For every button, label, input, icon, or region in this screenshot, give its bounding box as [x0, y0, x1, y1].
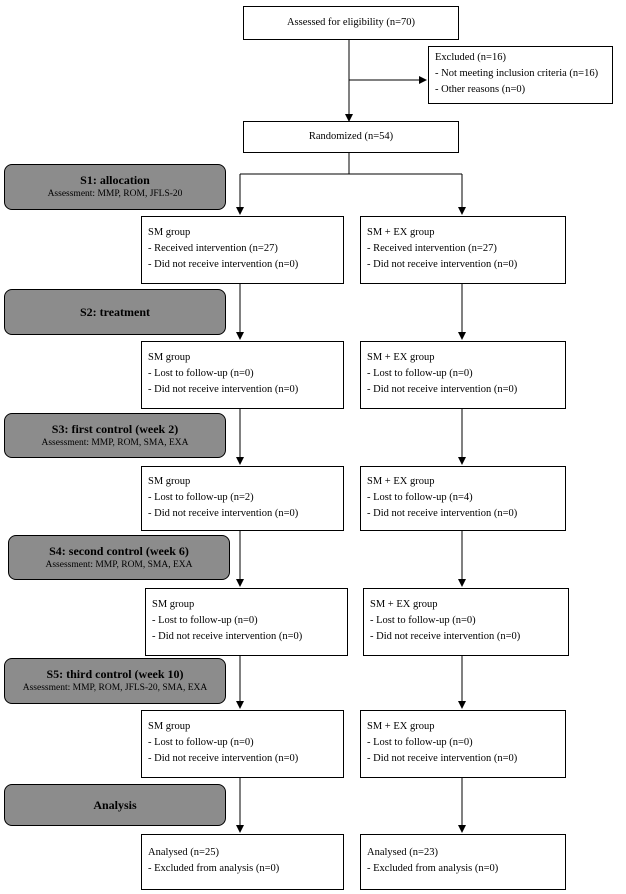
group-title: Analysed (n=23) [367, 847, 438, 858]
group-detail: - Did not receive intervention (n=0) [370, 631, 521, 642]
stage-title: S5: third control (week 10) [46, 667, 184, 681]
group-title: SM + EX group [367, 476, 435, 487]
group-detail: - Did not receive intervention (n=0) [148, 384, 299, 395]
group-detail: - Did not receive intervention (n=0) [148, 508, 299, 519]
group-detail: - Did not receive intervention (n=0) [367, 753, 518, 764]
group-detail: - Lost to follow-up (n=0) [370, 615, 476, 626]
stage-title: S4: second control (week 6) [49, 543, 189, 558]
stage-label-s2: S2: treatment [4, 289, 226, 335]
group-detail: - Did not receive intervention (n=0) [152, 631, 303, 642]
group-title: SM group [148, 352, 191, 363]
group-title: SM group [148, 227, 191, 238]
smex-group-box-s3: SM + EX group - Lost to follow-up (n=4) … [360, 466, 566, 531]
smex-group-box-s4: SM + EX group - Lost to follow-up (n=0) … [363, 588, 569, 656]
group-detail: - Received intervention (n=27) [148, 243, 278, 254]
stage-label-s4: S4: second control (week 6) Assessment: … [8, 535, 230, 580]
group-title: SM group [148, 721, 191, 732]
sm-group-box-s4: SM group - Lost to follow-up (n=0) - Did… [145, 588, 348, 656]
group-title: SM group [148, 476, 191, 487]
stage-title: Analysis [93, 797, 137, 812]
sm-group-box-s1: SM group - Received intervention (n=27) … [141, 216, 344, 284]
group-title: SM + EX group [370, 599, 438, 610]
excluded-title: Excluded (n=16) [435, 52, 506, 63]
randomized-text: Randomized (n=54) [308, 131, 394, 142]
group-detail: - Did not receive intervention (n=0) [367, 508, 518, 519]
group-detail: - Lost to follow-up (n=0) [367, 368, 473, 379]
stage-label-analysis: Analysis [4, 784, 226, 826]
stage-label-s5: S5: third control (week 10) Assessment: … [4, 658, 226, 704]
excluded-reason: - Other reasons (n=0) [435, 84, 526, 95]
group-detail: - Received intervention (n=27) [367, 243, 497, 254]
group-detail: - Did not receive intervention (n=0) [367, 384, 518, 395]
randomized-box: Randomized (n=54) [243, 121, 459, 153]
stage-label-s3: S3: first control (week 2) Assessment: M… [4, 413, 226, 458]
stage-assessment: Assessment: MMP, ROM, SMA, EXA [41, 437, 189, 448]
group-detail: - Lost to follow-up (n=4) [367, 492, 473, 503]
group-title: SM + EX group [367, 227, 435, 238]
group-title: SM + EX group [367, 721, 435, 732]
group-detail: - Did not receive intervention (n=0) [148, 259, 299, 270]
stage-title: S1: allocation [80, 173, 150, 187]
smex-analysed-box: Analysed (n=23) - Excluded from analysis… [360, 834, 566, 890]
excluded-reason: - Not meeting inclusion criteria (n=16) [435, 68, 599, 79]
group-title: SM group [152, 599, 195, 610]
group-title: Analysed (n=25) [148, 847, 219, 858]
group-detail: - Lost to follow-up (n=2) [148, 492, 254, 503]
stage-assessment: Assessment: MMP, ROM, JFLS-20 [47, 189, 183, 199]
sm-group-box-s3: SM group - Lost to follow-up (n=2) - Did… [141, 466, 344, 531]
smex-group-box-s2: SM + EX group - Lost to follow-up (n=0) … [360, 341, 566, 409]
sm-analysed-box: Analysed (n=25) - Excluded from analysis… [141, 834, 344, 890]
group-detail: - Lost to follow-up (n=0) [148, 368, 254, 379]
smex-group-box-s1: SM + EX group - Received intervention (n… [360, 216, 566, 284]
group-detail: - Did not receive intervention (n=0) [148, 753, 299, 764]
group-detail: - Lost to follow-up (n=0) [367, 737, 473, 748]
stage-assessment: Assessment: MMP, ROM, JFLS-20, SMA, EXA [22, 683, 208, 693]
stage-title: S2: treatment [79, 304, 151, 319]
eligibility-box: Assessed for eligibility (n=70) [243, 6, 459, 40]
stage-label-s1: S1: allocation Assessment: MMP, ROM, JFL… [4, 164, 226, 210]
sm-group-box-s5: SM group - Lost to follow-up (n=0) - Did… [141, 710, 344, 778]
group-detail: - Excluded from analysis (n=0) [148, 863, 280, 874]
group-detail: - Excluded from analysis (n=0) [367, 863, 499, 874]
stage-assessment: Assessment: MMP, ROM, SMA, EXA [45, 559, 193, 570]
group-title: SM + EX group [367, 352, 435, 363]
sm-group-box-s2: SM group - Lost to follow-up (n=0) - Did… [141, 341, 344, 409]
group-detail: - Did not receive intervention (n=0) [367, 259, 518, 270]
stage-title: S3: first control (week 2) [51, 421, 179, 436]
group-detail: - Lost to follow-up (n=0) [152, 615, 258, 626]
eligibility-text: Assessed for eligibility (n=70) [286, 17, 416, 28]
excluded-box: Excluded (n=16) - Not meeting inclusion … [428, 46, 613, 104]
group-detail: - Lost to follow-up (n=0) [148, 737, 254, 748]
smex-group-box-s5: SM + EX group - Lost to follow-up (n=0) … [360, 710, 566, 778]
